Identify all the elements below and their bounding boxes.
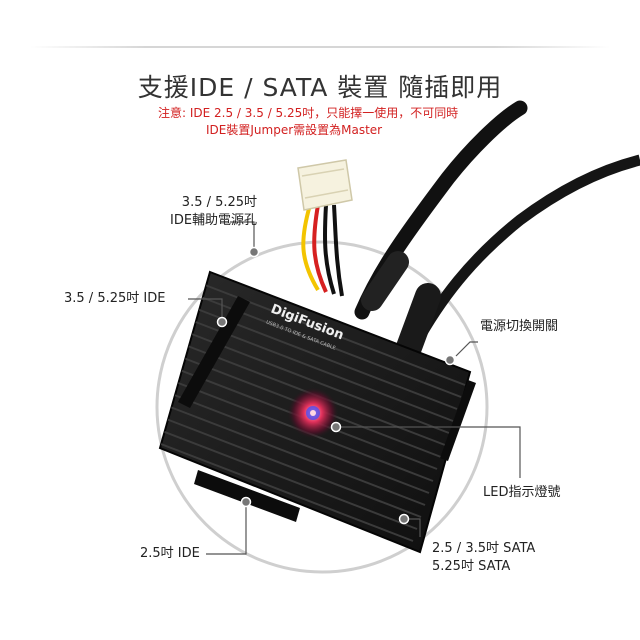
top-divider xyxy=(30,46,610,48)
label-power-port-line2: IDE輔助電源孔 xyxy=(170,213,258,228)
label-power-switch: 電源切換開關 xyxy=(480,319,559,334)
molex-wires xyxy=(301,204,344,297)
sata-connector xyxy=(440,380,476,461)
label-power-port: 3.5 / 5.25吋 IDE輔助電源孔 xyxy=(170,194,257,230)
leader-lines xyxy=(188,221,521,555)
leader-dots xyxy=(216,246,456,525)
label-led: LED指示燈號 xyxy=(483,485,561,500)
usb-cable xyxy=(354,100,528,320)
highlight-circle xyxy=(155,240,489,574)
molex-connector xyxy=(297,159,353,211)
label-sata-line2: 5.25吋 SATA xyxy=(432,559,511,574)
ide-25-connector xyxy=(194,470,300,522)
label-ide-25: 2.5吋 IDE xyxy=(140,546,200,561)
page-title: 支援IDE / SATA 裝置 隨插即用 xyxy=(137,73,503,102)
label-sata: 2.5 / 3.5吋 SATA 5.25吋 SATA xyxy=(432,540,535,576)
label-sata-line1: 2.5 / 3.5吋 SATA xyxy=(432,541,536,556)
led-indicator xyxy=(287,387,339,439)
ide-35-connector xyxy=(178,296,250,408)
label-power-port-line1: 3.5 / 5.25吋 xyxy=(181,195,258,210)
power-cable xyxy=(395,154,640,363)
label-ide-35: 3.5 / 5.25吋 IDE xyxy=(64,291,166,306)
warning-note-line1: 注意: IDE 2.5 / 3.5 / 5.25吋，只能擇一使用，不可同時 xyxy=(158,106,459,120)
warning-note-line2: IDE裝置Jumper需設置為Master xyxy=(206,123,383,137)
